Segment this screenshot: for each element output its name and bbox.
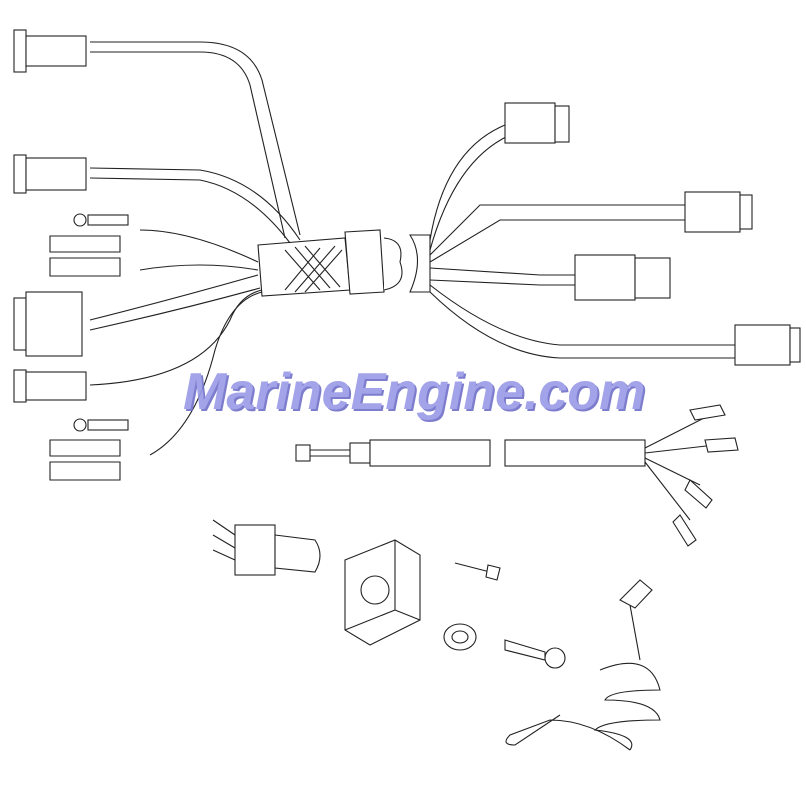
extension-harness [295,404,739,547]
right-connectors [504,102,801,366]
left-connectors [13,29,129,481]
ignition-switch-parts [212,519,566,669]
watermark-logo: MarineEngine.com [183,363,646,421]
harness-cables [89,41,735,456]
harness-junction [257,229,431,297]
safety-lanyard [505,579,661,751]
